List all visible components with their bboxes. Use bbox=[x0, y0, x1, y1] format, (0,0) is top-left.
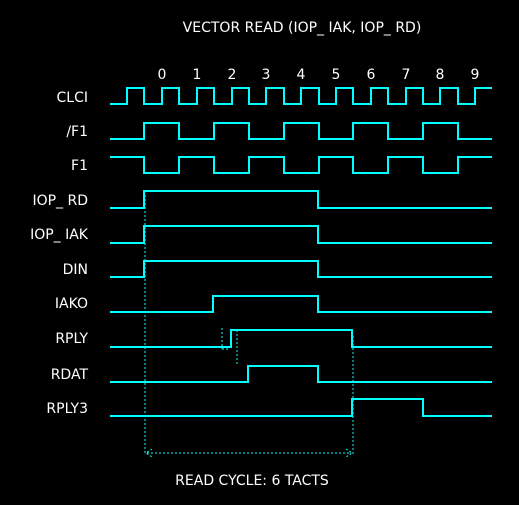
signal-label-clci: CLCI bbox=[57, 90, 88, 106]
signal-labels: CLCI /F1 F1 IOP_ RD IOP_ IAK DIN IAKO RP… bbox=[30, 90, 89, 417]
signal-label-din: DIN bbox=[63, 262, 88, 278]
tact-number-4: 4 bbox=[297, 67, 306, 83]
tact-number-2: 2 bbox=[228, 67, 237, 83]
waveform-rdat bbox=[110, 365, 492, 383]
tact-number-9: 9 bbox=[471, 67, 480, 83]
waveform-rply bbox=[110, 329, 492, 348]
cycle-caption: READ CYCLE: 6 TACTS bbox=[175, 473, 329, 489]
tact-number-8: 8 bbox=[436, 67, 445, 83]
diagram-title: VECTOR READ (IOP_ IAK, IOP_ RD) bbox=[183, 20, 422, 36]
waveform-ioprd bbox=[110, 190, 492, 209]
waveform-iako bbox=[110, 295, 492, 313]
tact-numbers: 0 1 2 3 4 5 6 7 8 9 bbox=[158, 67, 480, 83]
tact-number-6: 6 bbox=[367, 67, 376, 83]
waveform-clci bbox=[110, 87, 492, 105]
waveform-rply3 bbox=[110, 398, 492, 417]
signal-label-rdat: RDAT bbox=[51, 367, 89, 383]
signal-label-rply: RPLY bbox=[55, 331, 88, 347]
tact-number-7: 7 bbox=[402, 67, 411, 83]
waveform-din bbox=[110, 260, 492, 278]
waveform-nf1 bbox=[110, 122, 492, 140]
tact-number-3: 3 bbox=[262, 67, 271, 83]
waveforms bbox=[110, 87, 492, 417]
cycle-arrow-right bbox=[345, 448, 353, 458]
tact-number-0: 0 bbox=[158, 67, 167, 83]
signal-label-rply3: RPLY3 bbox=[46, 401, 88, 417]
cycle-arrow-left bbox=[145, 448, 153, 458]
signal-label-iako: IAKO bbox=[55, 296, 88, 312]
waveform-iopiak bbox=[110, 225, 492, 244]
tact-number-1: 1 bbox=[193, 67, 202, 83]
timing-guides bbox=[144, 195, 354, 458]
waveform-f1 bbox=[110, 156, 492, 174]
signal-label-f1: F1 bbox=[71, 158, 88, 174]
signal-label-ioprd: IOP_ RD bbox=[32, 193, 88, 209]
signal-label-iopiak: IOP_ IAK bbox=[30, 227, 89, 243]
tact-number-5: 5 bbox=[332, 67, 341, 83]
signal-label-nf1: /F1 bbox=[66, 124, 88, 140]
